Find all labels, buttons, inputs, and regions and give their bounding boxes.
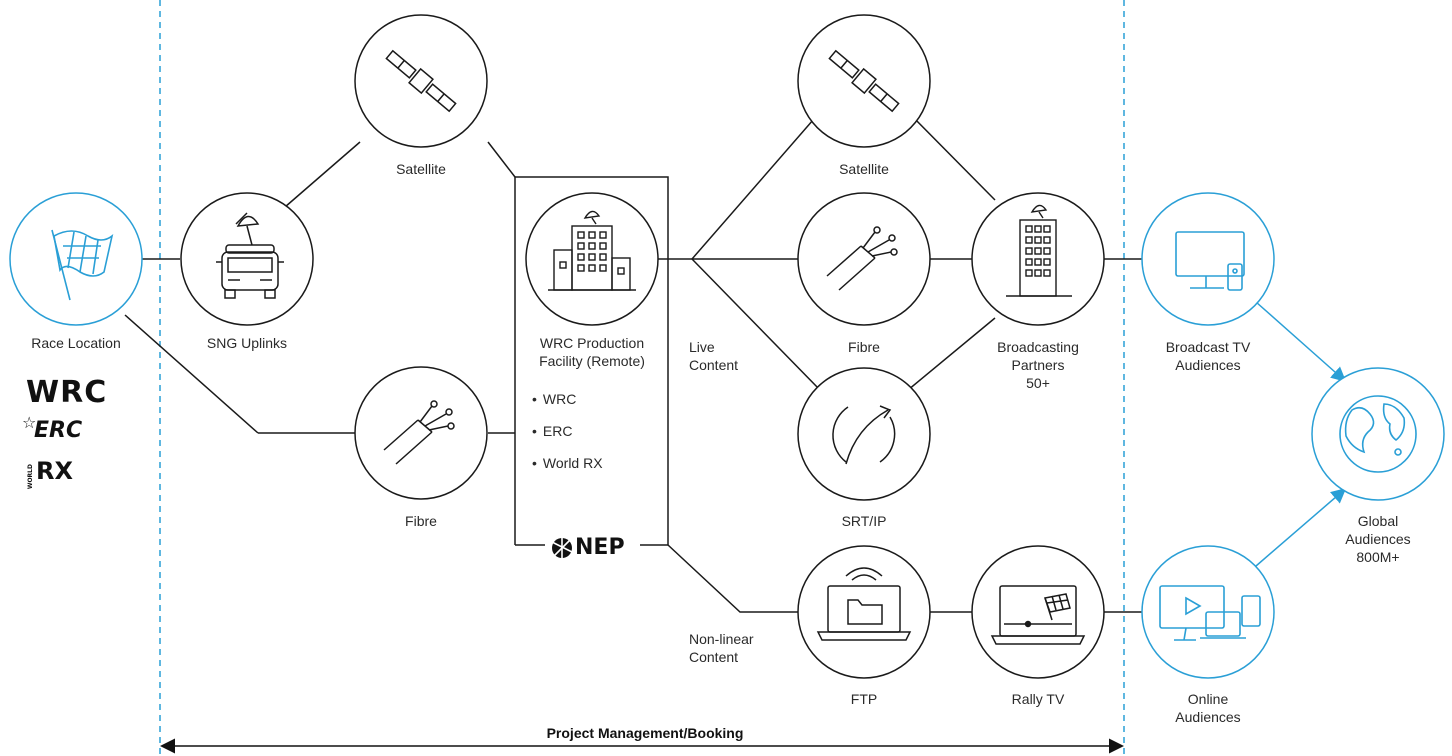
fibre-left-label: Fibre	[405, 513, 437, 529]
global-audiences-node	[1311, 367, 1445, 501]
sng-uplinks-label: SNG Uplinks	[206, 335, 288, 351]
satellite-left-node	[354, 14, 488, 148]
broadcast-tv-audiences-label: Broadcast TV Audiences	[1165, 339, 1251, 373]
satellite-left-label: Satellite	[396, 161, 446, 177]
race-location-node	[9, 192, 143, 326]
satellite-right-label: Satellite	[839, 161, 889, 177]
fibre-cable-icon	[826, 226, 898, 291]
nep-logo: NEP	[575, 535, 625, 560]
srt-ip-node	[797, 367, 931, 501]
online-audiences-label: Online Audiences	[1175, 691, 1241, 725]
facility-bullet-item: World RX	[532, 454, 603, 486]
fibre-cable-icon	[383, 400, 455, 465]
rx-logo: RX	[36, 457, 73, 485]
broadcasting-partners-node	[971, 192, 1105, 326]
arrow-broadcast-to-global	[1255, 301, 1347, 382]
broadcast-tv-node	[1141, 192, 1275, 326]
rally-tv-label: Rally TV	[1011, 691, 1065, 707]
arrow-online-to-global	[1255, 488, 1347, 567]
live-content-label: Live Content	[689, 339, 739, 373]
building-dish-icon	[548, 210, 636, 291]
erc-logo: ERC	[34, 418, 83, 443]
project-management-label: Project Management/Booking	[546, 725, 744, 741]
online-audiences-node	[1141, 545, 1275, 679]
erc-star-icon: ☆	[22, 413, 37, 432]
fibre-right-node	[797, 192, 931, 326]
race-location-label: Race Location	[31, 335, 121, 351]
laptop-flag-icon	[990, 585, 1086, 645]
fibre-right-label: Fibre	[848, 339, 880, 355]
globe-icon	[1339, 395, 1417, 473]
rx-logo-small: WORLD	[27, 464, 34, 490]
satellite-right-node	[797, 14, 931, 148]
ftp-label: FTP	[850, 691, 878, 707]
satellite-icon	[385, 49, 457, 113]
wrc-facility-node	[525, 192, 659, 326]
tv-remote-icon	[1175, 231, 1245, 291]
srt-ip-label: SRT/IP	[841, 513, 887, 529]
connector-lines	[124, 111, 1143, 613]
broadcasting-partners-label: Broadcasting Partners 50+	[997, 339, 1079, 391]
wrc-facility-label: WRC Production Facility (Remote)	[539, 335, 645, 369]
refresh-arrow-icon	[832, 405, 896, 465]
wrc-logo: WRC	[26, 375, 108, 410]
sng-uplinks-node	[180, 192, 314, 326]
nep-logo-mark	[551, 538, 573, 558]
nonlinear-content-label: Non-linear Content	[689, 631, 754, 665]
devices-icon	[1159, 585, 1261, 641]
satellite-icon	[828, 49, 900, 113]
building-dish-icon	[1006, 204, 1072, 297]
laptop-folder-icon	[816, 567, 912, 641]
satellite-truck-icon	[216, 212, 284, 299]
facility-bullet-item: WRC	[532, 390, 603, 422]
checkered-flag-icon	[51, 229, 114, 301]
global-audiences-label: Global Audiences 800M+	[1345, 513, 1411, 565]
facility-bullet-item: ERC	[532, 422, 603, 454]
fibre-left-node	[354, 366, 488, 500]
rally-tv-node	[971, 545, 1105, 679]
ftp-node	[797, 545, 931, 679]
facility-bullet-list: WRC ERC World RX	[532, 390, 603, 486]
